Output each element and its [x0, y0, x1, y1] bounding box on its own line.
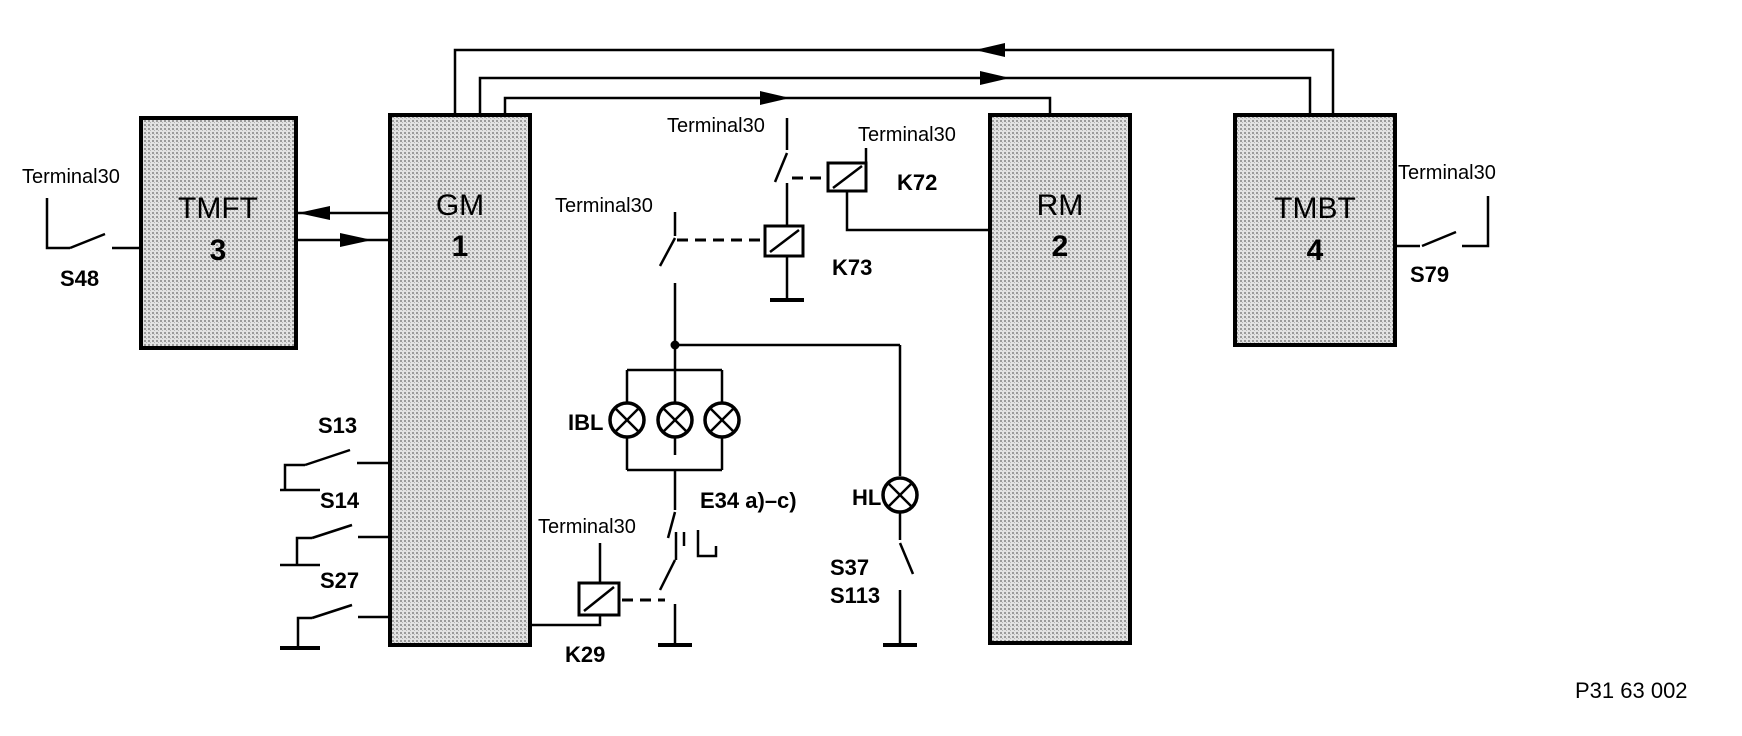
arrow-right-icon: [340, 233, 372, 247]
lamp-label: HL: [852, 485, 881, 510]
lamp-icon: [703, 401, 741, 439]
module-number: 3: [210, 234, 227, 267]
relay-k29: Terminal30 K29: [530, 516, 665, 667]
lamp-icon: [881, 476, 919, 514]
terminal30-label: Terminal30: [1398, 162, 1496, 184]
module-tmbt: TMBT 4: [1233, 113, 1397, 347]
switch-label: S14: [320, 488, 360, 513]
switch-s14: S14: [280, 488, 390, 565]
arrow-left-icon: [298, 206, 330, 220]
switch-label: S48: [60, 266, 99, 291]
lamp-circuit: IBL E34 a)–c): [568, 283, 902, 647]
switch-s13: S13: [283, 413, 390, 490]
gm-tmft-link: [296, 206, 390, 247]
relay-k72: Terminal30 Terminal30 K72: [667, 115, 990, 232]
terminal30-label: Terminal30: [555, 195, 653, 217]
module-name: RM: [1037, 189, 1084, 222]
lamp-hl: HL S37 S113: [830, 476, 919, 647]
relay-label: K72: [897, 170, 937, 195]
lamp-icon: [608, 401, 646, 439]
module-tmft: TMFT 3: [139, 116, 298, 350]
switch-s48: Terminal30 S48: [22, 166, 141, 291]
switch-label: S79: [1410, 262, 1449, 287]
module-number: 4: [1307, 234, 1324, 267]
module-number: 1: [452, 230, 469, 263]
terminal30-label: Terminal30: [22, 166, 120, 188]
lamp-icon: [656, 401, 694, 439]
switch-label: S113: [830, 583, 880, 608]
switch-s79: Terminal30 S79: [1395, 162, 1496, 287]
arrow-left-icon: [975, 43, 1005, 57]
switch-label: S13: [318, 413, 357, 438]
terminal30-label: Terminal30: [538, 516, 636, 538]
module-name: TMBT: [1274, 192, 1356, 225]
relay-k73: Terminal30 K73: [555, 195, 872, 302]
lamp-label: IBL: [568, 410, 603, 435]
terminal30-label: Terminal30: [667, 115, 765, 137]
arrow-right-icon: [980, 71, 1010, 85]
bus-lines: [453, 43, 1335, 115]
module-rm: RM 2: [988, 113, 1132, 645]
figure-id: P31 63 002: [1575, 678, 1688, 703]
module-name: GM: [436, 189, 484, 222]
switch-label: S37: [830, 555, 869, 580]
module-gm: GM 1: [388, 113, 532, 647]
arrow-right-icon: [760, 91, 790, 105]
switch-label: S27: [320, 568, 359, 593]
module-number: 2: [1052, 230, 1069, 263]
relay-label: K73: [832, 255, 872, 280]
contact-label: E34 a)–c): [700, 488, 797, 513]
switch-s27: S27: [280, 563, 390, 650]
module-name: TMFT: [178, 192, 258, 225]
relay-label: K29: [565, 642, 605, 667]
terminal30-label: Terminal30: [858, 124, 956, 146]
